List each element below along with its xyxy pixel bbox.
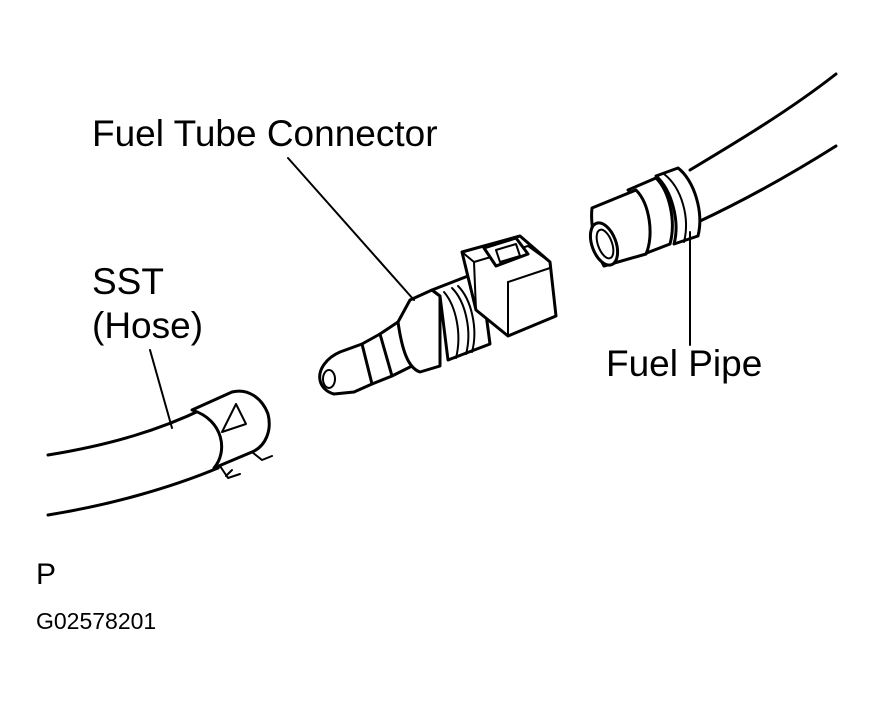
sst-hose bbox=[46, 406, 224, 517]
figure-code: G02578201 bbox=[36, 608, 156, 634]
connector-leader-line bbox=[287, 157, 415, 301]
fuel-tube-connector bbox=[318, 234, 558, 396]
hose-clamp bbox=[190, 389, 273, 479]
fuel-pipe bbox=[588, 72, 838, 268]
hose-label: (Hose) bbox=[92, 305, 203, 346]
sst-leader-line bbox=[149, 349, 173, 429]
page-letter: P bbox=[36, 558, 56, 591]
sst-label: SST bbox=[92, 261, 164, 302]
connector-label: Fuel Tube Connector bbox=[92, 113, 438, 154]
fuel-pipe-label: Fuel Pipe bbox=[606, 343, 762, 384]
